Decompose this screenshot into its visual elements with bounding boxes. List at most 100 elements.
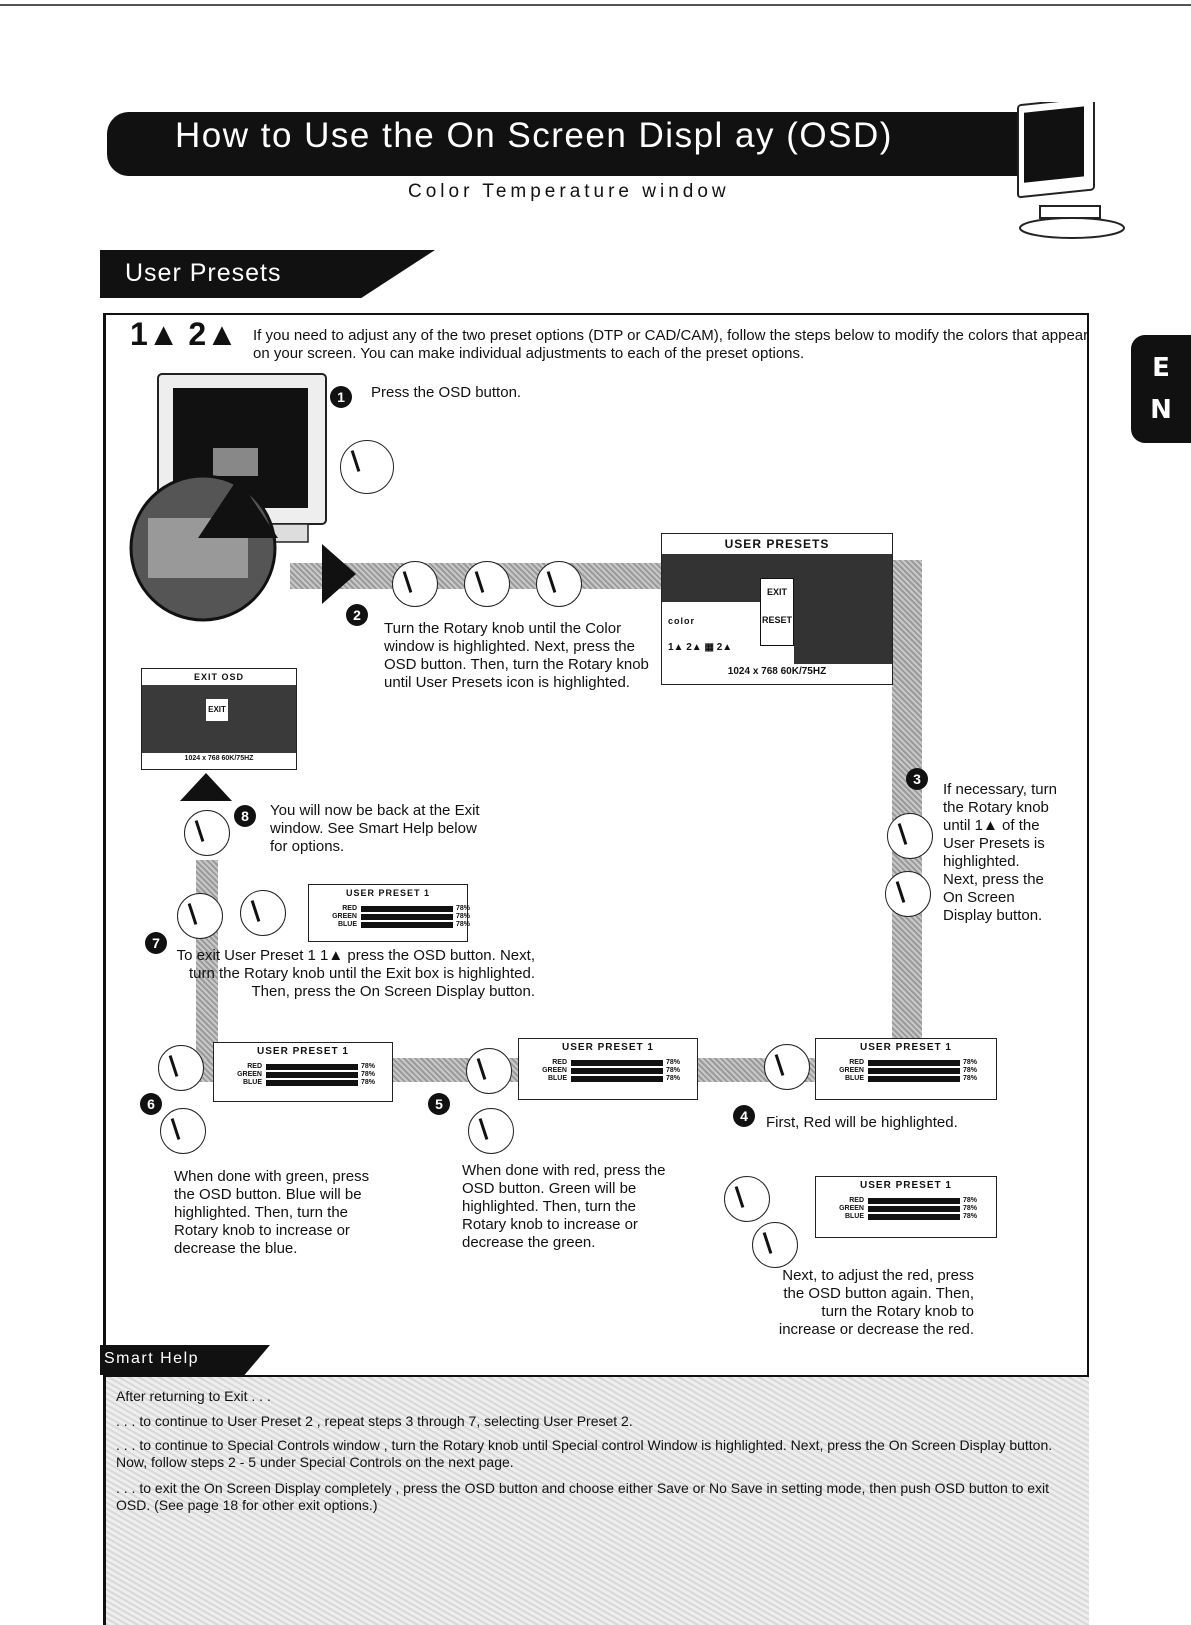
bar-blue: [361, 922, 453, 928]
rotary-knob-icon: [764, 1044, 810, 1090]
bar-green: [361, 914, 453, 920]
bar-label-green: GREEN: [839, 1205, 864, 1212]
exit-osd-panel: EXIT OSD EXIT 1024 x 768 60K/75HZ: [141, 668, 297, 770]
title-banner: [107, 112, 1017, 176]
preset-icons: 1▲ 2▲: [130, 316, 238, 352]
rotary-knob-icon: [240, 890, 286, 936]
page-subtitle: Color Temperature window: [408, 181, 730, 202]
bar-value: 78%: [666, 1067, 681, 1074]
bar-value: 78%: [456, 921, 471, 928]
bar-label-blue: BLUE: [337, 921, 357, 928]
step-2-text: Turn the Rotary knob until the Color win…: [384, 620, 649, 691]
bar-value: 78%: [456, 905, 471, 912]
osd-resolution: 1024 x 768 60K/75HZ: [184, 755, 254, 762]
smart-help-title: Smart Help: [104, 1350, 200, 1367]
bar-red: [868, 1198, 960, 1204]
bar-value: 78%: [361, 1071, 376, 1078]
osd-color-bars: RED 78% GREEN 78% BLUE 78%: [222, 1063, 375, 1087]
step-5-text: When done with red, press the OSD button…: [462, 1162, 666, 1251]
rotary-knob-icon: [724, 1176, 770, 1222]
step-1-text: Press the OSD button.: [371, 384, 522, 401]
osd-right-panel: [794, 602, 892, 664]
rotary-knob-icon: [160, 1108, 206, 1154]
step-3-number: 3: [906, 768, 928, 790]
bar-label-blue: BLUE: [844, 1075, 864, 1082]
bar-value: 78%: [361, 1079, 376, 1086]
bar-value: 78%: [963, 1075, 978, 1082]
bar-green: [571, 1068, 663, 1074]
arrow-right-icon: [322, 544, 356, 604]
language-tab-letter: N: [1150, 395, 1172, 425]
bar-blue: [868, 1214, 960, 1220]
osd-heading: USER PRESET 1: [860, 1180, 952, 1191]
smart-help-box: [103, 1375, 1089, 1625]
language-tab: E N: [1131, 335, 1191, 443]
bar-value: 78%: [361, 1063, 376, 1070]
bar-label-red: RED: [849, 1059, 864, 1066]
step-7-number: 7: [145, 932, 167, 954]
smart-help-line: . . . to continue to User Preset 2 , rep…: [116, 1413, 633, 1429]
bar-red: [571, 1060, 663, 1066]
rotary-knob-icon: [158, 1045, 204, 1091]
rotary-knob-icon: [752, 1222, 798, 1268]
content-frame: [103, 313, 1089, 1415]
arrow-up-icon: [180, 773, 232, 801]
step-1-number: 1: [330, 386, 352, 408]
osd-exit-label: EXIT: [766, 587, 787, 597]
intro-text: If you need to adjust any of the two pre…: [253, 327, 1089, 362]
bar-label-red: RED: [247, 1063, 262, 1070]
bar-label-red: RED: [552, 1059, 567, 1066]
bar-green: [868, 1068, 960, 1074]
rotary-knob-icon: [392, 561, 438, 607]
bar-label-green: GREEN: [332, 913, 357, 920]
step-4-text-2: Next, to adjust the red, press the OSD b…: [778, 1267, 974, 1338]
bar-value: 78%: [963, 1205, 978, 1212]
step-8-text: You will now be back at the Exit window.…: [270, 802, 480, 855]
step-6-number: 6: [140, 1093, 162, 1115]
section-title: User Presets: [125, 259, 282, 287]
rotary-knob-icon: [340, 440, 394, 494]
bar-value: 78%: [666, 1075, 681, 1082]
step-3-text: If necessary, turn the Rotary knob until…: [943, 781, 1057, 924]
step-8-number: 8: [234, 805, 256, 827]
osd-exit-reset: EXIT RESET: [760, 578, 794, 646]
step-7-text: To exit User Preset 1 1▲ press the OSD b…: [176, 947, 535, 1000]
step-4-number: 4: [733, 1105, 755, 1127]
osd-heading: EXIT OSD: [193, 672, 244, 682]
smart-help-tab: [100, 1345, 270, 1375]
bar-label-blue: BLUE: [547, 1075, 567, 1082]
bar-red: [361, 906, 453, 912]
rotary-knob-icon: [177, 893, 223, 939]
bar-value: 78%: [963, 1213, 978, 1220]
bar-red: [868, 1060, 960, 1066]
language-tab-letter: E: [1152, 353, 1170, 383]
osd-color-label: color: [668, 616, 696, 626]
step-2-number: 2: [346, 604, 368, 626]
bar-blue: [571, 1076, 663, 1082]
osd-exit-label: EXIT: [206, 699, 228, 721]
osd-heading: USER PRESET 1: [860, 1042, 952, 1053]
osd-heading: USER PRESETS: [724, 537, 830, 551]
bar-green: [868, 1206, 960, 1212]
rotary-knob-icon: [885, 871, 931, 917]
monitor-icon: [1017, 102, 1125, 239]
bar-label-blue: BLUE: [242, 1079, 262, 1086]
smart-help-line: After returning to Exit . . .: [116, 1388, 271, 1404]
rotary-knob-icon: [184, 810, 230, 856]
bar-red: [266, 1064, 358, 1070]
bar-blue: [868, 1076, 960, 1082]
rotary-knob-icon: [464, 561, 510, 607]
top-rule: [0, 4, 1191, 6]
osd-heading: USER PRESET 1: [562, 1042, 654, 1053]
osd-preset-icons: 1▲ 2▲ ▦ 2▲: [668, 642, 733, 653]
osd-reset-label: RESET: [761, 615, 792, 625]
bar-label-green: GREEN: [237, 1071, 262, 1078]
